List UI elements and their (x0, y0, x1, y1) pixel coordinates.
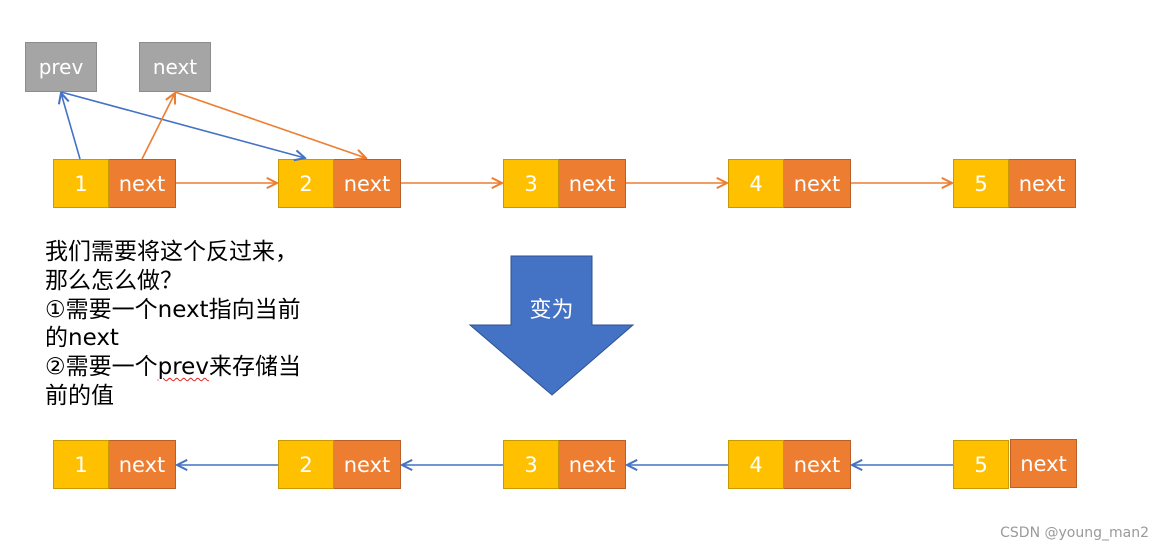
top-node-4: 4 next (728, 159, 851, 208)
prev-pointer-label: prev (38, 55, 84, 79)
explanation-line-1: 我们需要将这个反过来， (45, 239, 298, 265)
top-node-3-next: next (559, 159, 626, 208)
bottom-node-5-value: 5 (953, 440, 1009, 489)
bottom-node-3: 3 next (503, 440, 626, 489)
top-node-5: 5 next (953, 159, 1076, 208)
top-node-4-value: 4 (728, 159, 784, 208)
arrow-node1-to-prev (61, 93, 81, 160)
bottom-node-2-next: next (334, 440, 401, 489)
bottom-node-4: 4 next (728, 440, 851, 489)
bottom-node-4-value: 4 (728, 440, 784, 489)
top-node-3: 3 next (503, 159, 626, 208)
bottom-node-1-value: 1 (53, 440, 109, 489)
bottom-node-1-next: next (109, 440, 176, 489)
arrow-next-to-node2 (174, 91, 366, 158)
transform-down-arrow (468, 255, 635, 396)
explanation-line-5-end: 来存储当 (208, 354, 301, 381)
top-node-5-value: 5 (953, 159, 1009, 208)
bottom-node-3-value: 3 (503, 440, 559, 489)
bottom-node-4-next: next (784, 440, 851, 489)
explanation-line-5-prev: prev (157, 354, 209, 381)
next-pointer-label: next (152, 55, 198, 79)
bottom-node-2-value: 2 (278, 440, 334, 489)
explanation-line-4: 的next (45, 325, 119, 352)
top-node-2-value: 2 (278, 159, 334, 208)
bottom-node-1: 1 next (53, 440, 176, 489)
top-node-3-value: 3 (503, 159, 559, 208)
transform-arrow-label: 变为 (529, 298, 574, 323)
top-node-1-value: 1 (53, 159, 109, 208)
top-node-5-next: next (1009, 159, 1076, 208)
explanation-line-3: ①需要一个next指向当前 (45, 296, 301, 323)
top-node-1: 1 next (53, 159, 176, 208)
explanation-line-5-start: ②需要一个 (45, 354, 158, 381)
bottom-node-3-next: next (559, 440, 626, 489)
explanation-line-2: 那么怎么做？ (45, 267, 183, 294)
explanation-line-6: 前的值 (45, 382, 114, 409)
top-node-2: 2 next (278, 159, 401, 208)
explanation-text: 我们需要将这个反过来， 那么怎么做？ ①需要一个next指向当前 的next ②… (45, 238, 325, 411)
watermark: CSDN @young_man2 (1000, 525, 1149, 541)
prev-pointer-box: prev (25, 42, 97, 92)
arrow-prev-to-node2 (60, 91, 305, 158)
explanation-line-5: ②需要一个prev来存储当 (45, 353, 325, 382)
bottom-node-5: 5 next (953, 439, 1077, 489)
bottom-node-2: 2 next (278, 440, 401, 489)
top-node-2-next: next (334, 159, 401, 208)
arrow-node1-to-next (141, 93, 175, 160)
top-node-4-next: next (784, 159, 851, 208)
next-pointer-box: next (139, 42, 211, 92)
bottom-node-5-next: next (1010, 439, 1077, 488)
top-node-1-next: next (109, 159, 176, 208)
